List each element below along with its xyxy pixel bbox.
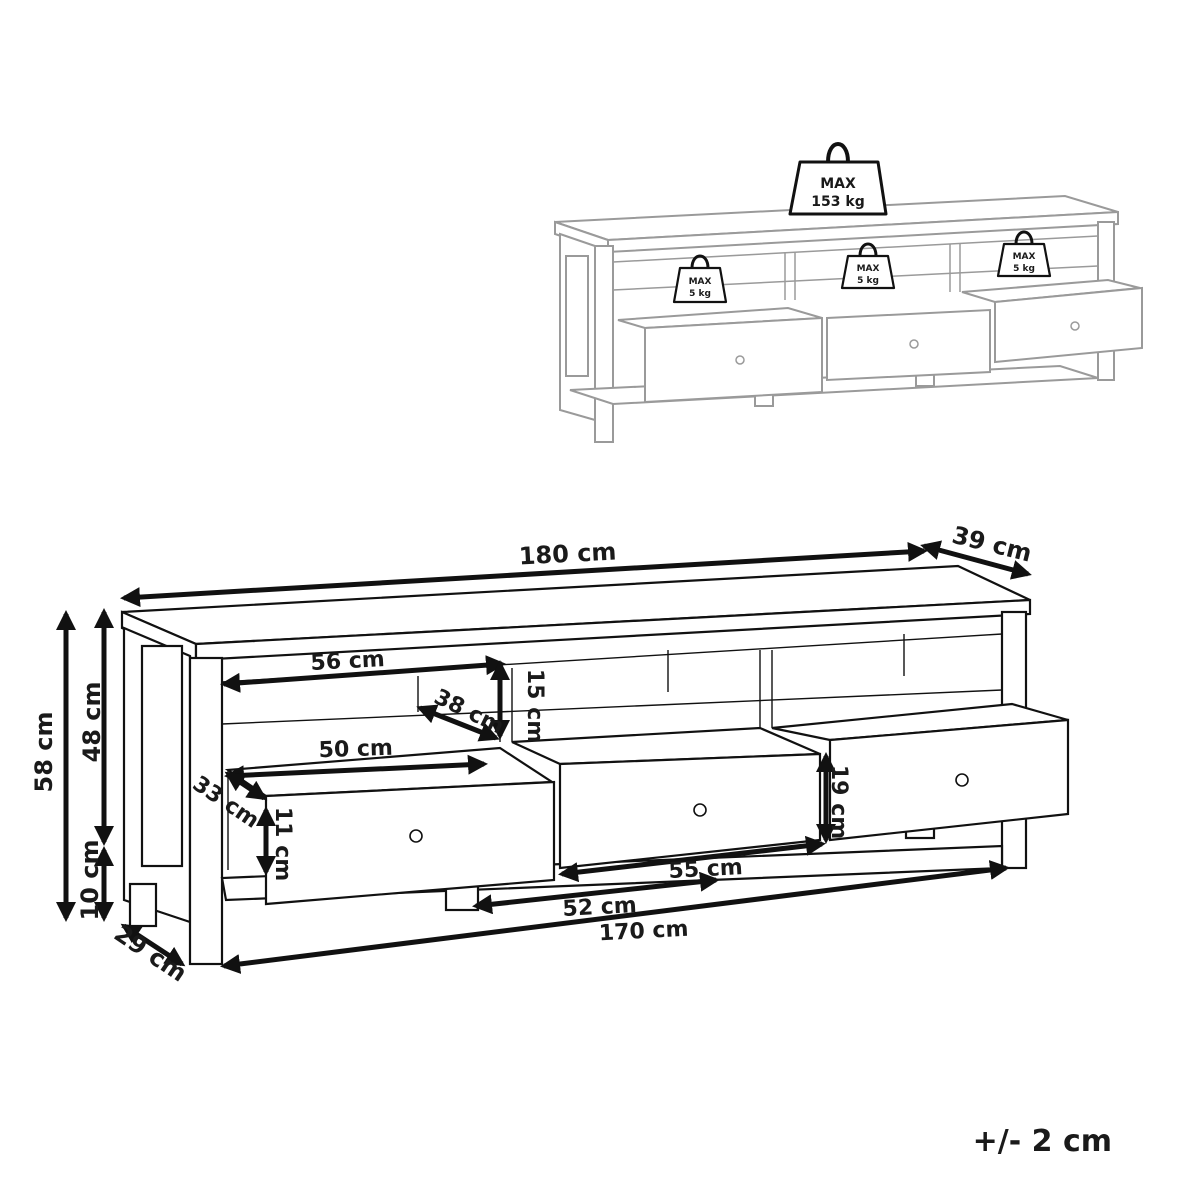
label-leg-spacing: 52 cm — [562, 893, 637, 922]
label-leg-height: 10 cm — [76, 840, 104, 921]
weight-icon-shelf-right: MAX 5 kg — [996, 230, 1052, 278]
shelf-load-left-line2: 5 kg — [689, 289, 711, 299]
label-drawer-inner-height: 11 cm — [270, 807, 295, 881]
label-compartment-depth: 38 cm — [430, 685, 508, 740]
shelf-load-middle-line1: MAX — [857, 264, 880, 274]
label-base-width: 170 cm — [598, 917, 689, 947]
shelf-load-left-line1: MAX — [689, 277, 712, 287]
dim-arrow-depth — [920, 540, 1032, 580]
label-body-height: 48 cm — [78, 682, 106, 763]
dim-arrow-drawer-inner-width — [224, 754, 488, 786]
dim-arrow-drawer-depth — [224, 771, 268, 801]
dim-arrow-leg-depth — [120, 923, 186, 967]
label-compartment-height: 15 cm — [522, 669, 547, 743]
label-depth: 39 cm — [949, 521, 1034, 568]
dim-arrow-compartment-width — [220, 655, 506, 693]
dim-arrow-compartment-depth — [416, 704, 500, 742]
dim-arrow-base-width — [220, 860, 1010, 974]
dim-arrow-width — [120, 541, 928, 608]
shelf-load-middle-line2: 5 kg — [857, 276, 879, 286]
tolerance-note: +/- 2 cm — [972, 1124, 1112, 1159]
label-compartment-width: 56 cm — [310, 647, 385, 676]
label-total-width: 180 cm — [518, 537, 617, 570]
top-load-line1: MAX — [820, 176, 856, 192]
weight-icon-shelf-left: MAX 5 kg — [672, 254, 728, 304]
label-drawer-front-width: 55 cm — [668, 855, 743, 884]
label-drawer-front-height: 19 cm — [826, 765, 851, 839]
top-load-line2: 153 kg — [811, 194, 864, 210]
shelf-load-right-line2: 5 kg — [1013, 264, 1035, 274]
label-total-height: 58 cm — [30, 712, 58, 793]
weight-icon-top: MAX 153 kg — [788, 142, 888, 216]
label-leg-depth: 29 cm — [109, 919, 192, 988]
perspective-illustration — [554, 194, 1143, 443]
label-drawer-inner-width: 50 cm — [318, 736, 393, 764]
dimension-drawing — [56, 540, 1070, 974]
weight-icon-shelf-middle: MAX 5 kg — [840, 242, 896, 290]
shelf-load-right-line1: MAX — [1013, 252, 1036, 262]
